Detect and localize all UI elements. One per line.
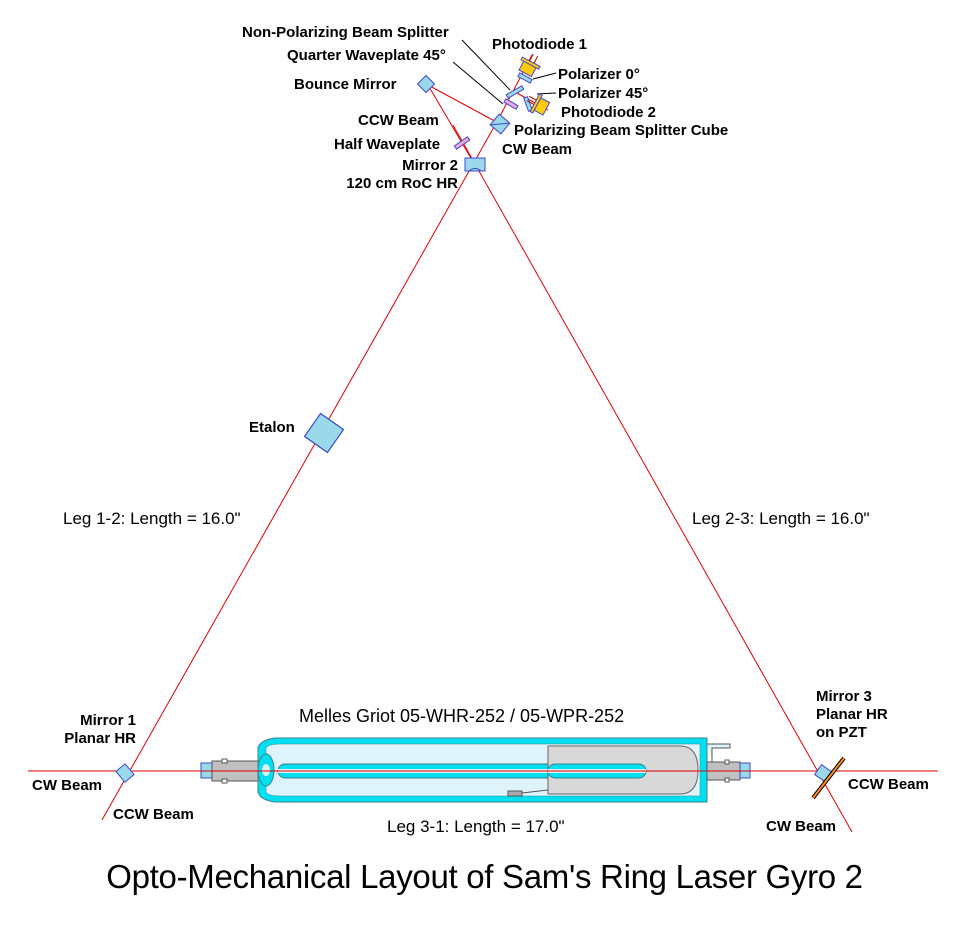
tube-left-notch-top — [221, 758, 228, 764]
bounce-mirror-icon — [416, 74, 436, 94]
label-bounce-mirror: Bounce Mirror — [294, 76, 397, 93]
pzt-inner — [812, 757, 845, 799]
pbs-cube-icon — [489, 113, 511, 135]
photodiode-2-icon — [526, 93, 551, 116]
photodiode-1-icon — [518, 53, 541, 78]
label-ccw-beam-right: CCW Beam — [848, 776, 929, 793]
label-cw-beam-right: CW Beam — [766, 818, 837, 835]
polarizer-0-icon — [517, 72, 533, 84]
label-mirror-2: Mirror 2 — [402, 157, 458, 174]
label-laser-tube: Melles Griot 05-WHR-252 / 05-WPR-252 — [299, 706, 625, 726]
tube-anode-pin — [507, 790, 523, 797]
npbs-icon — [505, 85, 525, 99]
tube-left-bulb-inner — [262, 764, 270, 776]
label-photodiode-2: Photodiode 2 — [561, 104, 656, 121]
label-etalon: Etalon — [249, 419, 295, 436]
half-waveplate-icon — [453, 136, 471, 150]
mirror-2-icon — [464, 157, 486, 172]
label-pbs-cube: Polarizing Beam Splitter Cube — [514, 122, 729, 139]
beam-leg-2-3 — [452, 124, 853, 833]
mirror-1-icon — [115, 763, 135, 783]
label-photodiode-1: Photodiode 1 — [492, 36, 587, 53]
tube-left-notch-bottom — [221, 778, 228, 784]
leader-npbs — [461, 39, 511, 91]
label-mirror-3: Mirror 3 — [816, 688, 872, 705]
label-mirror-3-spec: Planar HR — [816, 706, 888, 723]
label-mirror-1-spec: Planar HR — [64, 730, 136, 747]
label-leg-3-1: Leg 3-1: Length = 17.0" — [387, 817, 565, 836]
tube-anode-wire — [521, 789, 549, 794]
beam-leg-1-2 — [101, 119, 499, 821]
beam-ccw-to-bounce — [427, 84, 476, 166]
diagram-title: Opto-Mechanical Layout of Sam's Ring Las… — [106, 858, 863, 895]
leader-qwp — [452, 61, 504, 105]
label-npbs: Non-Polarizing Beam Splitter — [242, 24, 449, 41]
label-mirror-3-pzt: on PZT — [816, 724, 867, 741]
beam-bounce-to-pbs — [427, 84, 503, 126]
label-mirror-1: Mirror 1 — [80, 712, 136, 729]
quarter-waveplate-icon — [503, 98, 519, 110]
label-cw-beam-left: CW Beam — [32, 777, 103, 794]
label-polarizer-45: Polarizer 45° — [558, 85, 649, 102]
label-leg-1-2: Leg 1-2: Length = 16.0" — [63, 509, 241, 528]
label-polarizer-0: Polarizer 0° — [558, 66, 640, 83]
label-half-waveplate: Half Waveplate — [334, 136, 441, 153]
label-ccw-beam-left: CCW Beam — [113, 806, 194, 823]
label-mirror-2-spec: 120 cm RoC HR — [346, 175, 458, 192]
leader-pol0 — [532, 72, 557, 80]
etalon-icon — [303, 412, 345, 454]
label-leg-2-3: Leg 2-3: Length = 16.0" — [692, 509, 870, 528]
tube-side-arm — [707, 743, 731, 762]
tube-right-notch-bottom — [724, 777, 730, 783]
label-quarter-waveplate: Quarter Waveplate 45° — [287, 47, 446, 64]
laser-tube — [200, 737, 752, 803]
tube-right-notch-top — [724, 759, 730, 765]
label-cw-beam-top: CW Beam — [502, 141, 573, 158]
label-ccw-beam-top: CCW Beam — [358, 112, 439, 129]
